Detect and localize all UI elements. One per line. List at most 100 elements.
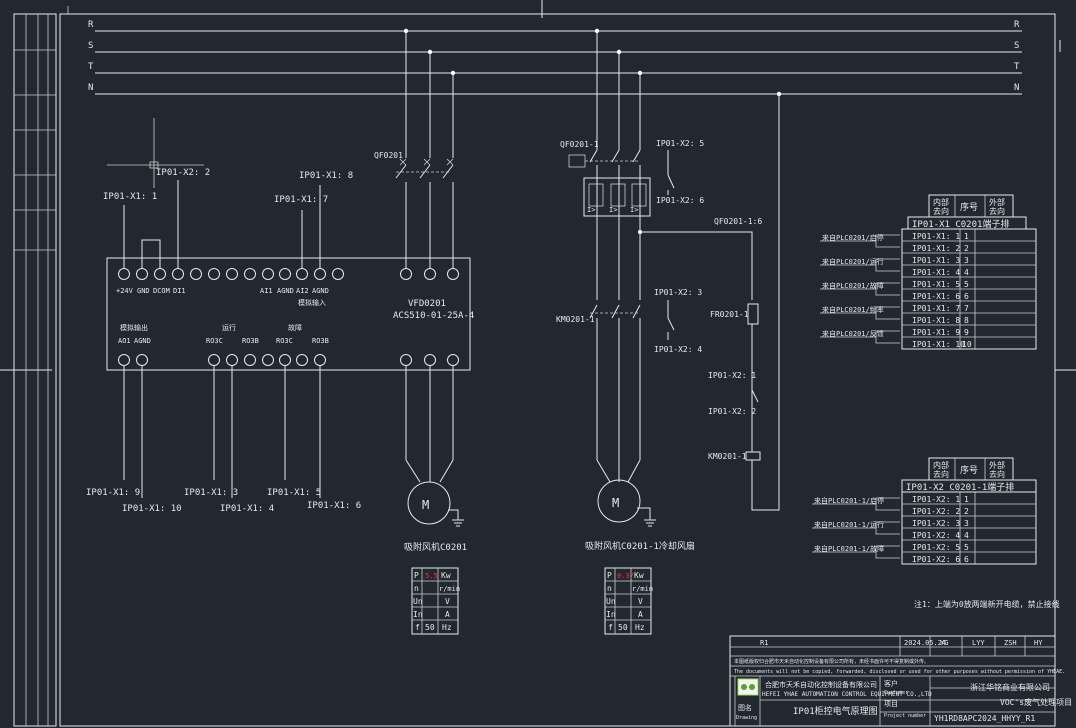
ts2-row-no: 1: [964, 495, 969, 504]
bus-label-n-end: N: [1014, 83, 1019, 93]
tb-sig-drawn: LYY: [972, 639, 985, 647]
run-label: 运行: [222, 323, 236, 332]
ts1-row-no: 1: [964, 232, 969, 241]
terminal-ref-b4: IP01-X1: 4: [220, 504, 274, 514]
motor-2-symbol: [597, 479, 641, 523]
ts1-signal: 来自PLC0201/频率: [822, 305, 884, 314]
power-circuit-2: QF0201-1 I> I> I> KM0201-1 M 吸附风机C0201-1…: [556, 31, 695, 552]
ts2-signal: 来自PLC0201-1/启停: [814, 496, 884, 505]
motor-1-letter: M: [422, 498, 429, 512]
np1-un: Un: [413, 597, 423, 606]
title-block: R1 2024.05.24 YG LYY ZSH HY 本图纸版权归合肥市天禾自…: [729, 635, 1072, 727]
tb-drawing-label-en: Drawing: [736, 715, 757, 721]
tb-sig-checked: ZSH: [1004, 639, 1017, 647]
vfd-tag: VFD0201: [408, 299, 446, 309]
relay-fr0201-1: FR0201-1: [710, 310, 749, 319]
np2-power: 0.37: [617, 572, 634, 580]
ts1-row-name: IP01-X1: 10: [912, 340, 965, 349]
tb-company-en: HEFEI YHAE AUTOMATION CONTROL EQUIPMENT …: [762, 691, 932, 698]
tb-project: VOC's废气处理项目: [1000, 697, 1072, 707]
ts1-row-no: 7: [964, 304, 969, 313]
motor-1-symbol: [407, 481, 451, 525]
vfd-bottom-pins: [118, 354, 459, 366]
motor-2-letter: M: [612, 496, 619, 510]
ts2-row-name: IP01-X2: 2: [912, 507, 960, 516]
aux-term-b2: IP01-X2: 4: [654, 345, 702, 354]
ts1-head-in: 内部: [933, 197, 949, 207]
tb-customer-label-en: Customer: [884, 690, 908, 696]
ts1-head-out-2: 去向: [989, 206, 1005, 216]
ts1-rows: IP01-X1: 1 1 IP01-X1: 2 2 IP01-X1: 3 3 I…: [902, 232, 1036, 349]
ts2-head-in: 内部: [933, 460, 949, 470]
np1-freq: 50: [425, 623, 435, 632]
np2-n: n: [607, 584, 612, 593]
terminal-ref-b2: IP01-X1: 10: [122, 504, 182, 514]
thermal-mark-1: I>: [587, 206, 595, 214]
pin-ro1b: RO3B: [242, 337, 259, 345]
pin-ai2: AI2: [296, 287, 309, 295]
ts1-signal: 来自PLC0201/运行: [822, 257, 884, 266]
np1-rpm: r/min: [439, 585, 460, 593]
terminal-ref-b3: IP01-X1: 3: [184, 488, 238, 498]
nameplate-2: P 0.37 Kw n r/min Un V In A f 50 Hz: [604, 567, 653, 635]
power-circuit-1: QF0201 M 吸附风机C0201: [374, 31, 467, 553]
ts1-signals: 来自PLC0201/启停 来自PLC0201/运行 来自PLC0201/故障 来…: [820, 233, 900, 344]
tb-drawing-label: 图名: [738, 703, 752, 712]
motor-2-title: 吸附风机C0201-1冷却风扇: [585, 540, 695, 552]
ts2-row-name: IP01-X2: 3: [912, 519, 960, 528]
nameplate-1: P 5.5 Kw n r/min Un V In A f 50 Hz: [411, 567, 460, 635]
np1-hz: Hz: [442, 623, 452, 632]
pin-ai1: AI1: [260, 287, 273, 295]
pin-dcom: DCOM: [153, 287, 170, 295]
terminal-strip-2: 序号 内部 去向 外部 去向 IP01-X2 C0201-1端子排 IP01-X…: [812, 457, 1037, 565]
ts1-row-name: IP01-X1: 7: [912, 304, 960, 313]
tb-sig-designed: YG: [940, 639, 948, 647]
np2-hz: Hz: [635, 623, 645, 632]
np1-f: f: [415, 623, 420, 632]
np2-f: f: [608, 623, 613, 632]
breaker-qf0201: QF0201: [374, 151, 403, 160]
aux-term-b1: IP01-X2: 3: [654, 288, 702, 297]
ts2-title: IP01-X2 C0201-1端子排: [906, 481, 1014, 493]
vfd-model: ACS510-01-25A-4: [393, 311, 474, 321]
vfd-control-block: IP01-X2: 2 IP01-X1: 1 IP01-X1: 7 IP01-X1…: [86, 118, 474, 514]
ts2-row-name: IP01-X2: 6: [912, 555, 960, 564]
tb-rev: R1: [760, 639, 768, 647]
ts1-head-out: 外部: [989, 197, 1005, 207]
ts2-head-out: 外部: [989, 460, 1005, 470]
tb-sig-approved: HY: [1034, 639, 1043, 647]
ts2-row-name: IP01-X2: 4: [912, 531, 960, 540]
analog-out-label: 模拟输出: [120, 323, 148, 332]
np1-n: n: [414, 584, 419, 593]
motor-1-title: 吸附风机C0201: [404, 541, 467, 553]
ts1-row-name: IP01-X1: 1: [912, 232, 960, 241]
ts1-signal: 来自PLC0201/故障: [822, 281, 884, 290]
aux-term-a2: IP01-X2: 6: [656, 196, 704, 205]
ts1-row-name: IP01-X1: 2: [912, 244, 960, 253]
ts1-row-name: IP01-X1: 8: [912, 316, 960, 325]
ts1-row-name: IP01-X1: 9: [912, 328, 960, 337]
tb-project-label: 项目: [884, 700, 898, 708]
control-circuit: IP01-X2: 5 IP01-X2: 6 QF0201-1:6 IP01-X2…: [638, 94, 780, 511]
pin-ro3c: RO3C: [276, 337, 293, 345]
analog-in-label: 模拟输入: [298, 298, 326, 307]
vfd-top-pins: [118, 268, 459, 280]
terminal-ref-x8: IP01-X1: 8: [299, 171, 353, 181]
ts2-row-no: 3: [964, 519, 969, 528]
np1-in: In: [413, 610, 423, 619]
np2-un: Un: [606, 597, 616, 606]
np1-p: P: [414, 571, 419, 580]
ts2-signal: 来自PLC0201-1/运行: [814, 520, 884, 529]
ts1-head-in-2: 去向: [933, 206, 949, 216]
ts2-row-no: 4: [964, 531, 969, 540]
ts2-head-no: 序号: [960, 464, 978, 476]
pin-agnd-3: AGND: [134, 337, 151, 345]
ts1-head-no: 序号: [960, 201, 978, 213]
bus-label-s-end: S: [1014, 41, 1019, 51]
ts2-row-name: IP01-X2: 1: [912, 495, 960, 504]
tb-drawing-no: YH1RD8APC2024_HHYY_R1: [934, 714, 1035, 723]
terminal-ref-b6: IP01-X1: 6: [307, 501, 361, 511]
bus-label-r-end: R: [1014, 20, 1020, 30]
breaker-contacts: [395, 158, 454, 179]
pin-ro3b: RO3B: [312, 337, 329, 345]
